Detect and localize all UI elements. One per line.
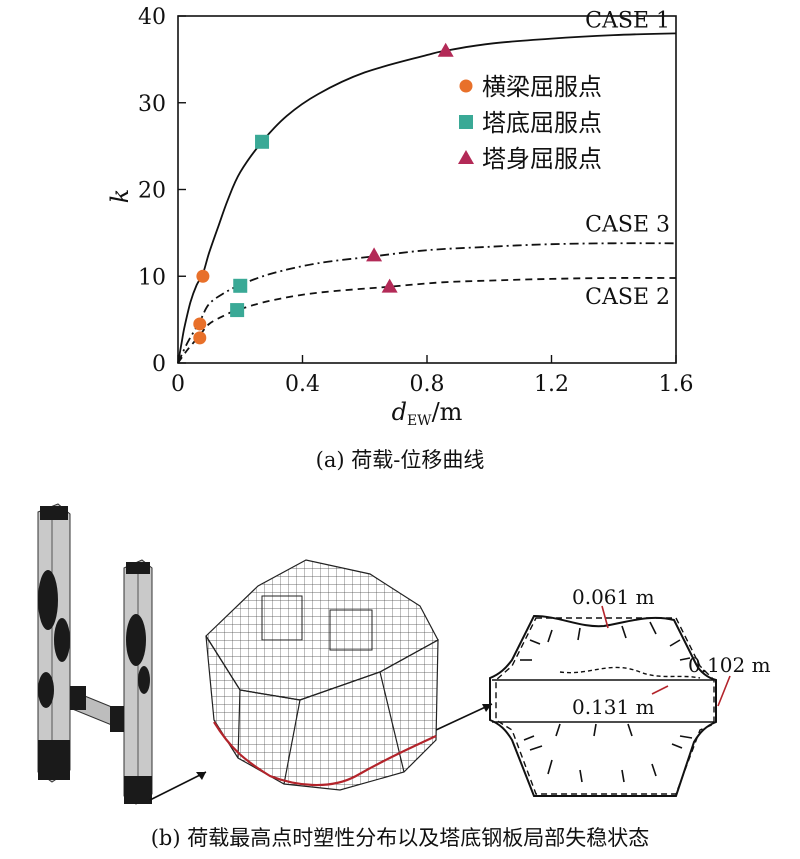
legend-triangle-swatch [458, 150, 474, 164]
x-axis-label-unit: /m [432, 398, 463, 426]
curve-label-case-1: CASE 1 [585, 8, 670, 33]
legend-label: 塔身屈服点 [482, 145, 602, 173]
circle-marker [193, 317, 207, 331]
curve-label-case-2: CASE 2 [585, 285, 670, 310]
x-tick-label: 0 [171, 372, 185, 397]
legend-square-swatch [459, 115, 473, 129]
section-deformed-outline [489, 614, 717, 797]
legend-label: 塔底屈服点 [482, 109, 602, 137]
square-marker [233, 278, 248, 293]
curve-case-3 [177, 242, 677, 364]
x-tick-label: 0.4 [285, 372, 320, 397]
circle-marker [196, 269, 210, 283]
x-axis-label-symbol: d [392, 398, 407, 426]
buckled-section-illustration: 0.061 m 0.102 m 0.131 m [489, 585, 771, 797]
y-tick-label: 10 [138, 265, 166, 290]
annotation-top: 0.061 m [572, 585, 655, 609]
y-tick-label: 40 [138, 5, 166, 30]
tower-plasticity-illustration [37, 503, 207, 805]
curve-labels: CASE 1 CASE 3 CASE 2 [585, 8, 670, 310]
triangle-marker [381, 278, 398, 293]
x-tick-label: 1.6 [659, 372, 694, 397]
yield-markers [193, 42, 454, 345]
curve-label-case-3: CASE 3 [585, 212, 670, 237]
legend-circle-swatch [459, 79, 473, 93]
y-axis-label: k [106, 189, 134, 204]
y-tick-label: 20 [138, 179, 166, 204]
square-marker [230, 303, 245, 318]
caption-a: (a) 荷载-位移曲线 [315, 448, 485, 472]
x-axis-label-subscript: EW [407, 413, 432, 429]
critical-buckling-line [213, 721, 437, 787]
x-axis-ticks: 0 0.4 0.8 1.2 1.6 [171, 355, 694, 397]
square-marker [255, 134, 270, 149]
y-axis-ticks: 0 10 20 30 40 [138, 5, 186, 377]
y-tick-label: 30 [138, 92, 166, 117]
x-tick-label: 1.2 [534, 372, 569, 397]
x-axis-label: dEW/m [392, 398, 463, 429]
circle-marker [193, 331, 207, 345]
x-tick-label: 0.8 [410, 372, 445, 397]
curve-case-1 [177, 32, 677, 364]
triangle-marker [437, 42, 454, 57]
annotation-right: 0.102 m [688, 653, 771, 677]
plot-frame [177, 15, 677, 364]
legend-label: 横梁屈服点 [482, 73, 602, 101]
y-tick-label: 0 [152, 352, 166, 377]
caption-b: (b) 荷载最高点时塑性分布以及塔底钢板局部失稳状态 [150, 826, 650, 850]
annotation-middle: 0.131 m [572, 695, 655, 719]
triangle-marker [366, 247, 383, 262]
tower-base-mesh-illustration [205, 559, 493, 791]
